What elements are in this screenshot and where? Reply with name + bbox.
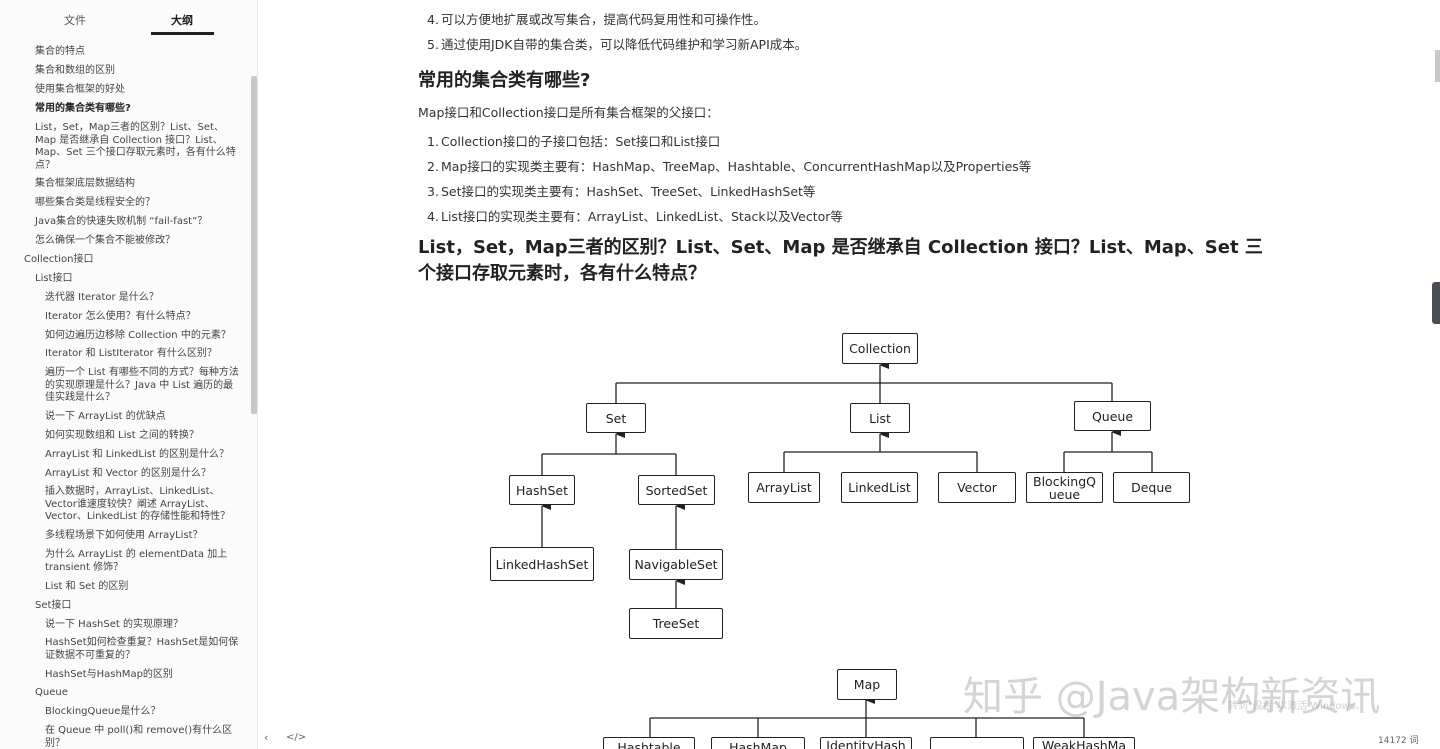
collapse-sidebar-icon[interactable]: ‹ bbox=[264, 731, 269, 744]
outline-item[interactable]: ArrayList 和 Vector 的区别是什么？ bbox=[45, 468, 211, 479]
source-code-mode-icon[interactable]: </> bbox=[286, 732, 307, 743]
node-blockingqueue: BlockingQueue bbox=[1026, 472, 1103, 503]
outline-item[interactable]: ArrayList 和 LinkedList 的区别是什么？ bbox=[45, 449, 230, 460]
node-navigableset: NavigableSet bbox=[629, 549, 723, 580]
windows-activation-watermark: 转到"设置"以激活 Windows。 bbox=[1228, 701, 1366, 712]
outline-item[interactable]: 如何实现数组和 List 之间的转换？ bbox=[45, 430, 199, 441]
node-sortedset: SortedSet bbox=[638, 475, 715, 505]
outline-item[interactable]: List，Set，Map三者的区别？List、Set、Map 是否继承自 Col… bbox=[35, 122, 236, 171]
outline-item[interactable]: 如何边遍历边移除 Collection 中的元素？ bbox=[45, 330, 231, 341]
collection-hierarchy-diagram bbox=[541, 361, 1153, 737]
section-heading: 常用的集合类有哪些? bbox=[418, 70, 591, 91]
outline-item[interactable]: 为什么 ArrayList 的 elementData 加上 transient… bbox=[45, 549, 228, 573]
sidebar-tabs: 文件 大纲 bbox=[0, 0, 257, 36]
node-hashset: HashSet bbox=[509, 475, 575, 505]
list-item: 4.可以方便地扩展或改写集合，提高代码复用性和可操作性。 bbox=[427, 12, 767, 27]
node-hashtable: Hashtable bbox=[603, 737, 695, 749]
sidebar-scrollbar[interactable] bbox=[251, 76, 257, 414]
list-item: 1.Collection接口的子接口包括：Set接口和List接口 bbox=[427, 134, 721, 149]
section-heading: List，Set，Map三者的区别？List、Set、Map 是否继承自 Col… bbox=[418, 237, 1263, 284]
outline-item[interactable]: 集合框架底层数据结构 bbox=[35, 178, 135, 189]
outline-item[interactable]: 插入数据时，ArrayList、LinkedList、Vector谁速度较快？阐… bbox=[45, 486, 231, 522]
list-item: 2.Map接口的实现类主要有：HashMap、TreeMap、Hashtable… bbox=[427, 159, 1032, 174]
outline-item[interactable]: Iterator 怎么使用？有什么特点？ bbox=[45, 311, 196, 322]
side-panel-handle[interactable] bbox=[1432, 282, 1440, 324]
node-set: Set bbox=[586, 403, 646, 433]
outline-item[interactable]: 说一下 HashSet 的实现原理？ bbox=[45, 619, 183, 630]
list-item: 4.List接口的实现类主要有：ArrayList、LinkedList、Sta… bbox=[427, 209, 843, 224]
zhihu-watermark: 知乎 @Java架构新资讯 bbox=[963, 674, 1381, 720]
word-count: 14172 词 bbox=[1378, 736, 1419, 746]
outline-item[interactable]: List 和 Set 的区别 bbox=[45, 581, 129, 592]
node-list: List bbox=[850, 403, 910, 433]
node-collection: Collection bbox=[842, 333, 918, 364]
outline-item[interactable]: HashSet与HashMap的区别 bbox=[45, 669, 173, 680]
outline-item[interactable]: Java集合的快速失败机制 “fail-fast”？ bbox=[35, 216, 208, 227]
node-deque: Deque bbox=[1113, 472, 1190, 503]
outline-item[interactable]: BlockingQueue是什么？ bbox=[45, 706, 161, 717]
editor-content[interactable]: 4.可以方便地扩展或改写集合，提高代码复用性和可操作性。 5.通过使用JDK自带… bbox=[258, 0, 1430, 749]
content-scrollbar[interactable] bbox=[1435, 50, 1440, 82]
outline-item[interactable]: Set接口 bbox=[35, 600, 72, 611]
list-item: 3.Set接口的实现类主要有：HashSet、TreeSet、LinkedHas… bbox=[427, 184, 816, 199]
outline-item[interactable]: 集合的特点 bbox=[35, 46, 85, 57]
outline-item[interactable]: Iterator 和 ListIterator 有什么区别？ bbox=[45, 348, 217, 359]
node-queue: Queue bbox=[1074, 401, 1151, 431]
outline-item[interactable]: 集合和数组的区别 bbox=[35, 65, 115, 76]
active-tab-indicator bbox=[151, 32, 214, 35]
outline-item[interactable]: 哪些集合类是线程安全的？ bbox=[35, 197, 155, 208]
outline-item[interactable]: 使用集合框架的好处 bbox=[35, 84, 125, 95]
node-hashmap: HashMap bbox=[711, 737, 805, 749]
outline-item[interactable]: 怎么确保一个集合不能被修改？ bbox=[35, 235, 175, 246]
outline-item[interactable]: 多线程场景下如何使用 ArrayList？ bbox=[45, 530, 203, 541]
outline-item-active[interactable]: 常用的集合类有哪些? bbox=[35, 103, 131, 114]
tab-outline[interactable]: 大纲 bbox=[171, 14, 193, 27]
paragraph: Map接口和Collection接口是所有集合框架的父接口： bbox=[418, 105, 719, 120]
node-vector: Vector bbox=[938, 472, 1016, 503]
sidebar: 文件 大纲 集合的特点 集合和数组的区别 使用集合框架的好处 常用的集合类有哪些… bbox=[0, 0, 258, 749]
outline-item[interactable]: HashSet如何检查重复？HashSet是如何保证数据不可重复的？ bbox=[45, 637, 239, 661]
outline-item[interactable]: 说一下 ArrayList 的优缺点 bbox=[45, 411, 166, 422]
outline-item[interactable]: 在 Queue 中 poll()和 remove()有什么区别？ bbox=[45, 725, 233, 749]
outline-item[interactable]: List接口 bbox=[35, 273, 73, 284]
node-identityhashmap: IdentityHash bbox=[820, 737, 912, 749]
node-linkedlist: LinkedList bbox=[841, 472, 918, 503]
node-treemap bbox=[930, 737, 1024, 749]
tab-files[interactable]: 文件 bbox=[64, 14, 86, 27]
node-arraylist: ArrayList bbox=[748, 472, 820, 503]
outline-item[interactable]: Queue bbox=[35, 687, 68, 698]
outline-item[interactable]: 遍历一个 List 有哪些不同的方式？每种方法的实现原理是什么？Java 中 L… bbox=[45, 367, 239, 403]
node-linkedhashset: LinkedHashSet bbox=[490, 547, 594, 581]
node-weakhashmap: WeakHashMa bbox=[1033, 737, 1135, 749]
node-treeset: TreeSet bbox=[629, 608, 723, 639]
outline-item[interactable]: 迭代器 Iterator 是什么？ bbox=[45, 292, 159, 303]
list-item: 5.通过使用JDK自带的集合类，可以降低代码维护和学习新API成本。 bbox=[427, 37, 808, 52]
outline-item[interactable]: Collection接口 bbox=[24, 254, 94, 265]
node-map: Map bbox=[837, 669, 897, 700]
